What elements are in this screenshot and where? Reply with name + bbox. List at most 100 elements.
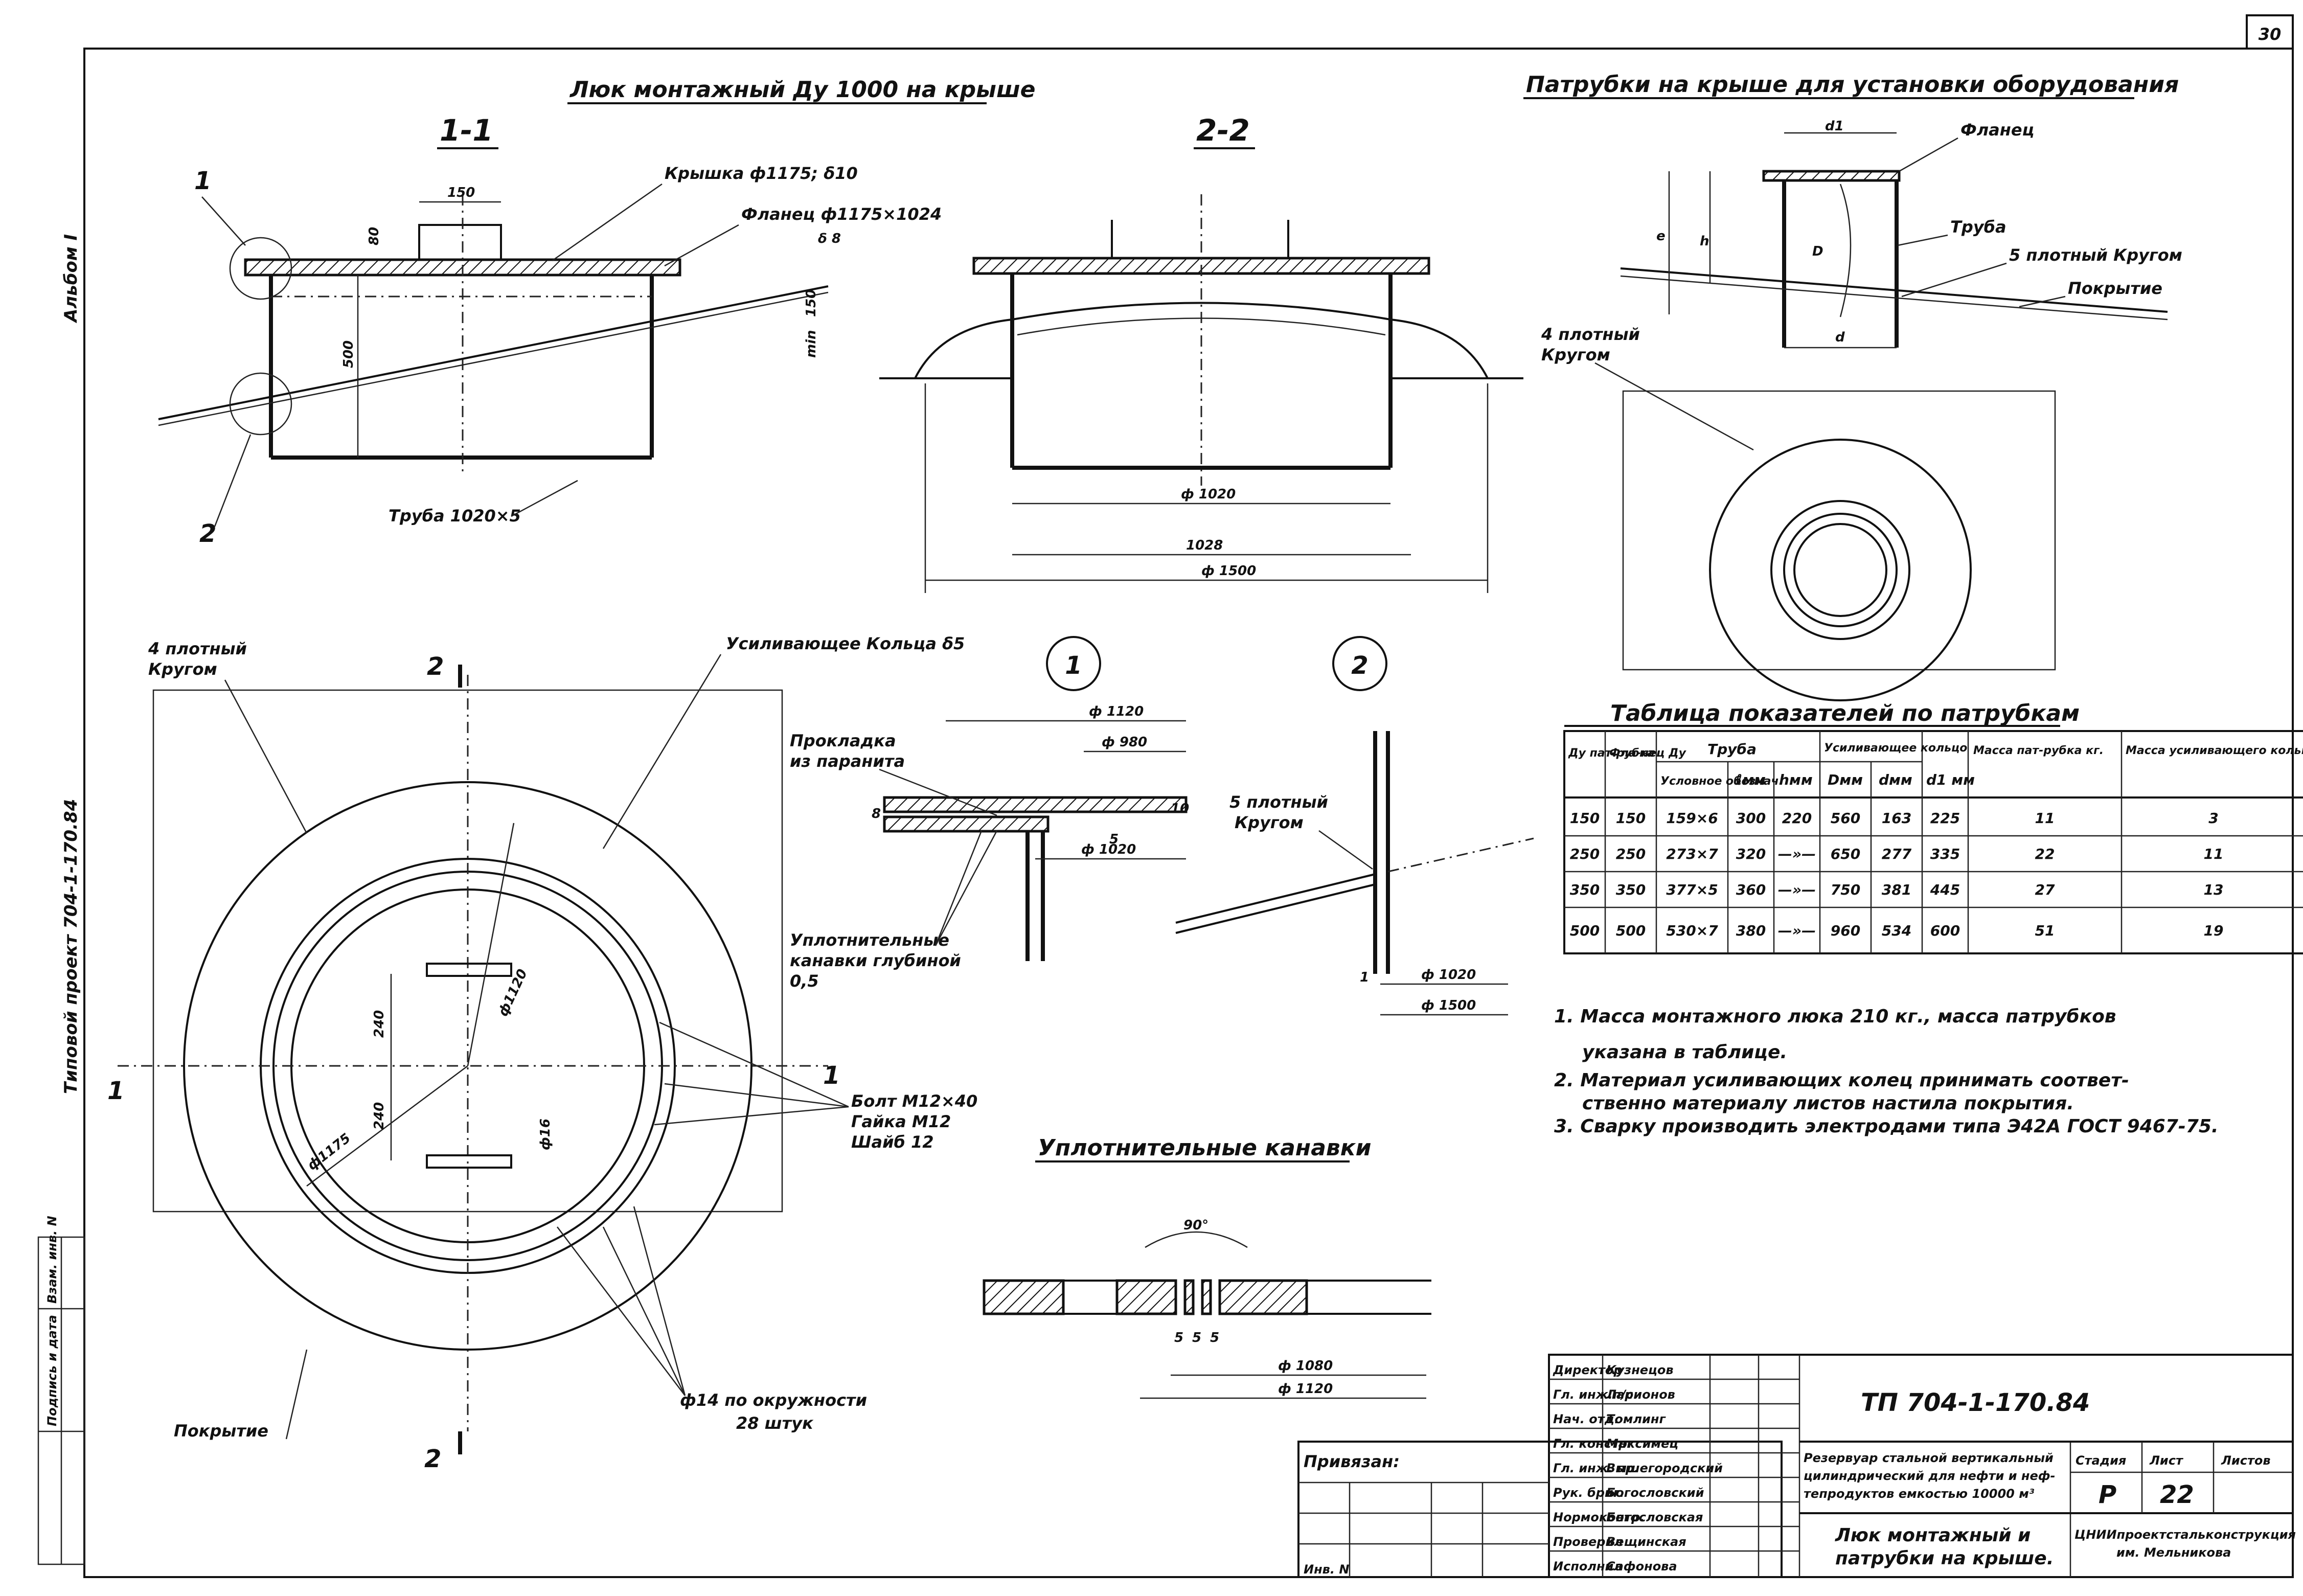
tb-drawing-1: Люк монтажный и <box>1835 1525 2031 1546</box>
detail-1: 1 ф 1120 ф 980 ф 1020 Прокладка из паран… <box>790 636 1189 991</box>
detail-2-circle <box>1332 636 1387 691</box>
nozzle-detail: Патрубки на крыше для установки оборудов… <box>1523 72 2182 701</box>
hatch-title: Люк монтажный Ду 1000 на крыше <box>569 77 1036 103</box>
detail-1-cover <box>883 796 1188 813</box>
hatch-handle <box>418 224 502 261</box>
callout-circle-1 <box>229 237 292 300</box>
callout-1-label: 1 <box>194 167 211 195</box>
table-cell: 600 <box>1930 922 1960 939</box>
plan-weld-2: Кругом <box>148 659 217 679</box>
tb-name: Максимец <box>1606 1437 1678 1451</box>
roof-slope-1-1 <box>158 285 829 420</box>
hatch-dim-150b: 150 <box>804 289 819 317</box>
table-h-mass1: Масса пат-рубка кг. <box>1973 744 2104 757</box>
s22-d1028: 1028 <box>1186 538 1223 553</box>
hatch-cover-label: Крышка ф1175; δ10 <box>665 164 858 183</box>
callout-circle-2 <box>229 372 292 436</box>
tb-name: Богословская <box>1606 1510 1703 1524</box>
table-h-D: Dмм <box>1828 771 1863 788</box>
hatch-flange-thk: δ 8 <box>818 231 841 246</box>
detail-1-grooves-3: 0,5 <box>790 971 819 991</box>
table-cell: 150 <box>1616 810 1646 827</box>
detail-1-d1120: ф 1120 <box>1089 704 1144 719</box>
nozzle-plan-ring <box>1709 439 1972 701</box>
detail-1-flange <box>883 815 1050 833</box>
table-cell: 27 <box>2035 881 2055 898</box>
grooves-d1080: ф 1080 <box>1278 1358 1333 1374</box>
title-block: Директор Гл. инж.п/с Нач. отд. Гл. конст… <box>1297 1354 2296 1578</box>
tb-sheet-h: Лист <box>2149 1453 2184 1468</box>
table-cell: 350 <box>1616 881 1646 898</box>
detail-1-dim-8: 8 <box>872 806 881 822</box>
detail-2-roof-top <box>1175 873 1376 924</box>
tb-role: Гл. констр. <box>1553 1437 1632 1451</box>
detail-1-dim-10: 10 <box>1171 801 1189 816</box>
plan-d16: ф16 <box>538 1119 553 1150</box>
sheet-frame <box>83 48 2294 1578</box>
nozzle-d1: d1 <box>1825 119 1844 134</box>
tb-stage-h: Стадия <box>2076 1453 2126 1468</box>
nozzle-weld5: 5 плотный Кругом <box>2009 245 2182 265</box>
page-number: 30 <box>2259 25 2282 44</box>
nozzle-e: e <box>1656 229 1666 244</box>
table-cell: 13 <box>2204 881 2224 898</box>
stamp-replace-inv: Взам. инв. N <box>45 1216 59 1304</box>
nozzle-d: d <box>1835 330 1845 345</box>
table-cell: —»— <box>1778 846 1816 862</box>
detail-1-num: 1 <box>1065 651 1082 680</box>
tb-role: Нач. отд. <box>1553 1412 1619 1426</box>
album-label: Альбом I <box>61 234 81 324</box>
hatch-dim-min: min <box>804 330 819 358</box>
tb-name: Ларионов <box>1606 1387 1675 1402</box>
detail-1-d980: ф 980 <box>1102 735 1147 750</box>
section-2-2-label: 2-2 <box>1196 113 1250 148</box>
grooves-d1120: ф 1120 <box>1278 1381 1333 1397</box>
detail-2-num: 2 <box>1351 651 1368 680</box>
table-h-d1: d1 мм <box>1926 771 1975 788</box>
section-1-1-label: 1-1 <box>440 113 493 148</box>
plan-cut-bottom: 2 <box>424 1445 441 1473</box>
tb-role: Нормоконтр. <box>1553 1510 1645 1524</box>
section-2-2-roof-arc <box>914 302 1489 379</box>
grooves-s2: 5 <box>1192 1330 1201 1346</box>
tb-object-1: Резервуар стальной вертикальный <box>1804 1451 2054 1465</box>
table-h-pipe: Труба <box>1707 741 1757 758</box>
hatch-flange-label: Фланец ф1175×1024 <box>741 204 942 224</box>
table-cell: 220 <box>1782 810 1812 827</box>
table-cell: 163 <box>1882 810 1911 827</box>
left-margin-stamp: Подпись и дата Взам. инв. N <box>37 1216 85 1565</box>
table-cell: 250 <box>1616 846 1646 862</box>
table-cell: 11 <box>2204 846 2224 862</box>
section-2-2: 2-2 ф 1020 1028 ф 1500 <box>879 113 1523 593</box>
table-cell: 150 <box>1570 810 1600 827</box>
tb-name: Кузнецов <box>1606 1363 1674 1377</box>
grooves-angle: 90° <box>1183 1218 1208 1233</box>
detail-1-gasket-1: Прокладка <box>790 731 896 750</box>
note-line: ственно материалу листов настила покрыти… <box>1582 1093 2074 1114</box>
detail-2-weld-1: 5 плотный <box>1229 792 1328 812</box>
table-cell: 22 <box>2035 846 2055 862</box>
tb-role: Проверил <box>1553 1535 1623 1549</box>
plan-bolt-3: Шайб 12 <box>851 1132 934 1152</box>
s22-d1500: ф 1500 <box>1201 563 1256 579</box>
note-line: 2. Материал усиливающих колец принимать … <box>1554 1070 2129 1091</box>
nozzle-plan-square <box>1622 390 2056 671</box>
note-line: указана в таблице. <box>1582 1042 1787 1063</box>
table-cell: 500 <box>1616 922 1646 939</box>
project-label: Типовой проект 704-1-170.84 <box>61 799 81 1094</box>
page-number-box <box>2246 14 2294 50</box>
table-cell: 11 <box>2035 810 2055 827</box>
nozzle-pipe: Труба <box>1950 217 2006 237</box>
table-h-fl: Фла-нец Ду <box>1609 747 1687 760</box>
plan-cut-top: 2 <box>427 652 444 681</box>
tb-stage: Р <box>2099 1480 2116 1509</box>
grooves-detail: Уплотнительные канавки 90° 5 5 5 ф 1080 … <box>983 1135 1431 1399</box>
table-cell: 650 <box>1831 846 1860 862</box>
nozzle-weld4-1: 4 плотный <box>1541 325 1640 344</box>
table-cell: 19 <box>2204 922 2224 939</box>
plan-handle-bottom <box>426 1154 512 1169</box>
detail-2-d1020: ф 1020 <box>1421 967 1476 983</box>
table-h-l: ℓмм <box>1735 771 1766 788</box>
plan-view: 4 плотный Кругом Усиливающее Кольца δ5 2… <box>107 634 977 1473</box>
